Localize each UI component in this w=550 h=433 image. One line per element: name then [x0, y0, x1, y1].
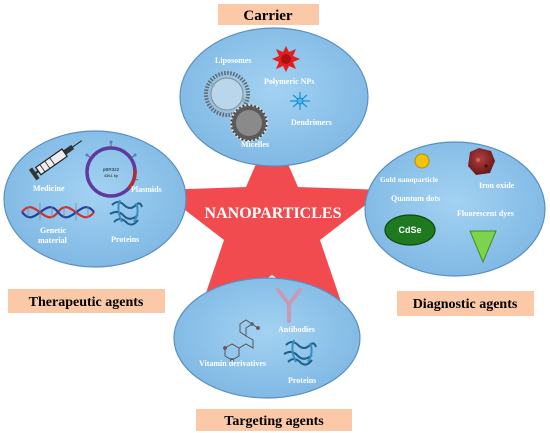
targeting-proteins-label: Proteins — [288, 376, 316, 385]
micelles-label: Micelles — [241, 140, 269, 149]
liposomes-label: Liposomes — [215, 56, 251, 65]
targeting-ellipse — [173, 277, 361, 399]
quantum-dots-label: Quantum dots — [391, 194, 440, 203]
dna-icon — [21, 203, 95, 221]
protein-icon — [109, 199, 143, 226]
gold-nanoparticle-icon — [414, 153, 430, 169]
center-star — [159, 127, 385, 328]
plasmids-label: Plasmids — [131, 185, 162, 194]
vitamin-derivatives-label: Vitamin derivatives — [199, 359, 266, 368]
antibody-icon — [276, 288, 302, 323]
protein-icon-targeting — [283, 339, 317, 366]
diagnostic-title: Diagnostic agents — [413, 297, 518, 312]
diagnostic-title-box — [397, 291, 534, 316]
dendrimer-icon — [290, 92, 310, 110]
iron-oxide-icon — [468, 148, 495, 175]
cdse-qdot-icon — [384, 214, 436, 246]
therapeutic-proteins-label: Proteins — [111, 235, 139, 244]
targeting-title: Targeting agents — [224, 414, 324, 429]
medicine-label: Medicine — [33, 184, 65, 193]
dendrimers-label: Dendrimers — [291, 118, 332, 127]
antibodies-label: Antibodies — [278, 325, 315, 334]
polymeric-np-icon — [272, 46, 300, 72]
therapeutic-title: Therapeutic agents — [29, 295, 144, 310]
gold-nanoparticle-label: Gold nanoparticle — [380, 175, 439, 184]
targeting-title-box — [196, 409, 352, 431]
vitamin-molecule-icon — [223, 319, 260, 362]
polymeric-nps-label: Polymeric NPs — [264, 77, 314, 86]
fluorescent-dye-icon — [469, 230, 497, 264]
plasmid-inner-label-1: pBR322 — [103, 167, 120, 172]
fluorescent-dyes-label: Fluorescent dyes — [457, 209, 514, 218]
micelle-icon — [230, 104, 268, 142]
plasmid-icon — [85, 140, 139, 198]
therapeutic-title-box — [8, 289, 165, 313]
liposome-icon — [204, 71, 250, 117]
carrier-title-box — [218, 4, 319, 25]
syringe-icon — [28, 140, 83, 181]
cdse-label: CdSe — [398, 225, 421, 235]
therapeutic-ellipse — [3, 130, 187, 268]
diagnostic-ellipse — [364, 141, 546, 277]
center-title: NANOPARTICLES — [205, 205, 342, 222]
iron-oxide-label: Iron oxide — [479, 181, 515, 190]
genetic-material-label-1: Genetic — [40, 226, 67, 235]
plasmid-inner-label-2: 4361 bp — [104, 173, 119, 178]
carrier-title: Carrier — [243, 8, 292, 24]
genetic-material-label-2: material — [38, 236, 68, 245]
carrier-ellipse — [179, 27, 369, 167]
